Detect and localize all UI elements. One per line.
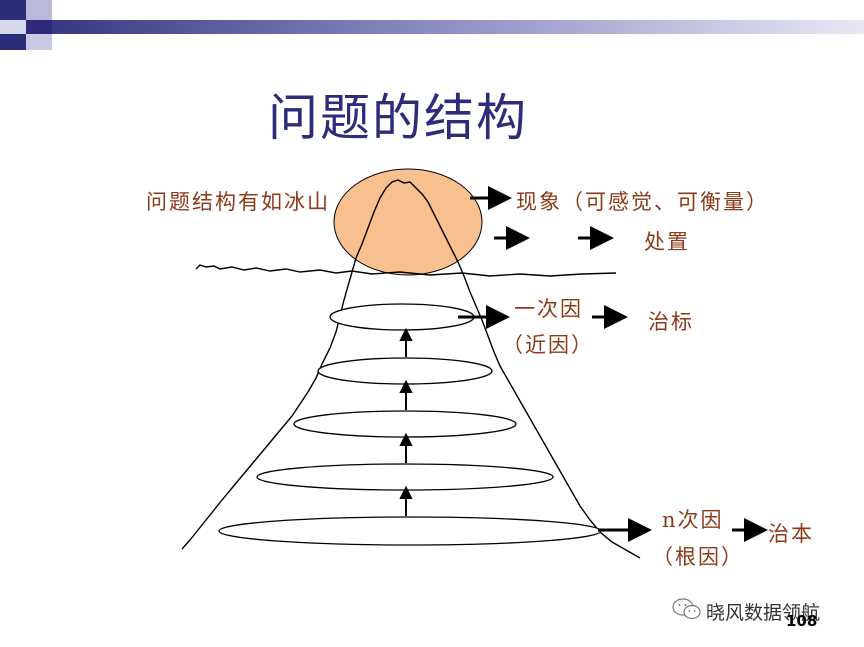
primary-cause-label: 一次因	[514, 297, 583, 321]
page-number: 108	[786, 612, 818, 630]
header-decoration	[0, 0, 864, 50]
cause-layer-1	[329, 303, 475, 331]
handle-label: 处置	[644, 230, 690, 254]
nth-cause-label: n次因	[662, 508, 724, 532]
primary-cause-note: （近因）	[502, 333, 594, 357]
treat-root-label: 治本	[768, 522, 814, 546]
visible-tip-highlight	[333, 168, 483, 276]
page-title: 问题的结构	[268, 89, 528, 147]
cause-layer-2	[317, 357, 493, 385]
iceberg-label: 问题结构有如冰山	[146, 190, 330, 214]
cause-layer-5	[218, 516, 602, 546]
treat-symptom-label: 治标	[648, 310, 694, 334]
iceberg-outline	[181, 179, 641, 559]
cause-layer-3	[293, 410, 517, 438]
cause-layers	[218, 303, 602, 546]
water-line	[195, 264, 617, 277]
upward-arrows	[399, 327, 413, 516]
wechat-icon	[672, 598, 701, 620]
right-arrows	[458, 186, 768, 542]
watermark: 晓风数据领航	[706, 602, 821, 624]
phenomenon-label: 现象（可感觉、可衡量）	[516, 190, 769, 214]
cause-layer-4	[256, 463, 554, 491]
nth-cause-note: （根因）	[652, 545, 744, 569]
